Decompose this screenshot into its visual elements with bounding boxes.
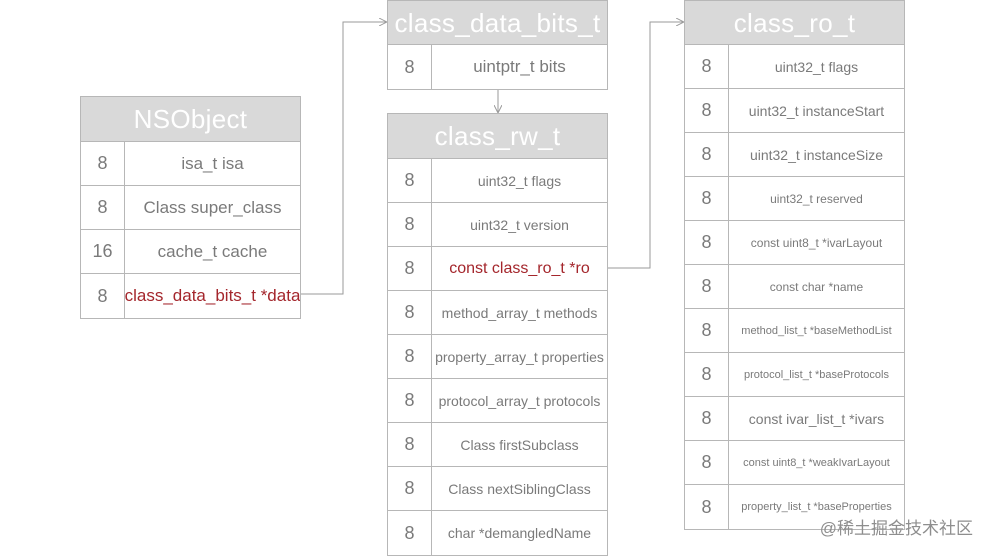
field-size: 8 bbox=[81, 142, 125, 185]
field-name: uint32_t flags bbox=[774, 58, 859, 75]
field-size: 8 bbox=[685, 133, 729, 176]
field-name: method_list_t *baseMethodList bbox=[741, 324, 892, 337]
struct-row: 8 char *demangledName bbox=[388, 511, 607, 555]
field-size: 8 bbox=[685, 45, 729, 88]
field-size: 8 bbox=[685, 353, 729, 396]
field-size: 8 bbox=[685, 309, 729, 352]
struct-row: 8 protocol_array_t protocols bbox=[388, 379, 607, 423]
field-name: const uint8_t *weakIvarLayout bbox=[743, 456, 890, 469]
struct-row: 8 uint32_t reserved bbox=[685, 177, 904, 221]
field-name: isa_t isa bbox=[181, 153, 244, 173]
watermark-text: @稀土掘金技术社区 bbox=[819, 519, 973, 538]
field-name: uintptr_t bits bbox=[473, 57, 566, 76]
field-name: uint32_t flags bbox=[477, 172, 562, 189]
field-size: 8 bbox=[685, 485, 729, 529]
field-size: 8 bbox=[81, 274, 125, 318]
field-name: protocol_list_t *baseProtocols bbox=[744, 368, 889, 381]
field-name-highlighted: class_data_bits_t *data bbox=[125, 286, 300, 305]
field-name: const ivar_list_t *ivars bbox=[748, 410, 885, 427]
field-name: Class super_class bbox=[143, 197, 282, 217]
field-size: 8 bbox=[388, 159, 432, 202]
field-size: 8 bbox=[685, 89, 729, 132]
struct-row: 8 method_array_t methods bbox=[388, 291, 607, 335]
connector-data-to-class-data-bits bbox=[301, 22, 386, 295]
connector-ro-to-class-ro bbox=[608, 22, 683, 269]
field-name: const uint8_t *ivarLayout bbox=[750, 235, 883, 250]
field-size: 8 bbox=[685, 441, 729, 484]
field-name: uint32_t instanceSize bbox=[749, 146, 884, 163]
field-name: uint32_t version bbox=[470, 216, 569, 233]
field-name: method_array_t methods bbox=[441, 304, 598, 321]
struct-row: 8 uint32_t instanceSize bbox=[685, 133, 904, 177]
field-size: 8 bbox=[685, 177, 729, 220]
field-name: property_list_t *baseProperties bbox=[741, 501, 892, 513]
field-size: 8 bbox=[388, 467, 432, 510]
struct-row: 8 uint32_t version bbox=[388, 203, 607, 247]
field-size: 8 bbox=[388, 45, 432, 89]
class-data-bits-title: class_data_bits_t bbox=[388, 1, 607, 45]
struct-row: 8 Class firstSubclass bbox=[388, 423, 607, 467]
field-size: 8 bbox=[388, 291, 432, 334]
field-name: protocol_array_t protocols bbox=[438, 392, 601, 409]
struct-row: 8 property_list_t *baseProperties bbox=[685, 485, 904, 529]
field-size: 8 bbox=[81, 186, 125, 229]
struct-row: 8 uint32_t instanceStart bbox=[685, 89, 904, 133]
struct-row: 8 protocol_list_t *baseProtocols bbox=[685, 353, 904, 397]
field-size: 8 bbox=[388, 423, 432, 466]
struct-row: 8 const uint8_t *weakIvarLayout bbox=[685, 441, 904, 485]
struct-row: 16 cache_t cache bbox=[81, 230, 300, 274]
nsobject-title: NSObject bbox=[81, 97, 300, 142]
struct-row: 8 uint32_t flags bbox=[685, 45, 904, 89]
field-size: 16 bbox=[81, 230, 125, 273]
struct-row: 8 method_list_t *baseMethodList bbox=[685, 309, 904, 353]
struct-row: 8 const class_ro_t *ro bbox=[388, 247, 607, 291]
struct-row: 8 const ivar_list_t *ivars bbox=[685, 397, 904, 441]
field-size: 8 bbox=[685, 265, 729, 308]
class-ro-struct: class_ro_t 8 uint32_t flags 8 uint32_t i… bbox=[684, 0, 905, 530]
class-rw-struct: class_rw_t 8 uint32_t flags 8 uint32_t v… bbox=[387, 113, 608, 556]
struct-row: 8 class_data_bits_t *data bbox=[81, 274, 300, 318]
field-size: 8 bbox=[388, 203, 432, 246]
field-name: uint32_t reserved bbox=[770, 191, 863, 206]
field-name: Class nextSiblingClass bbox=[448, 480, 591, 497]
field-size: 8 bbox=[685, 397, 729, 440]
struct-row: 8 Class super_class bbox=[81, 186, 300, 230]
struct-row: 8 property_array_t properties bbox=[388, 335, 607, 379]
field-size: 8 bbox=[685, 221, 729, 264]
field-size: 8 bbox=[388, 511, 432, 555]
struct-row: 8 uint32_t flags bbox=[388, 159, 607, 203]
field-name: const char *name bbox=[769, 279, 864, 294]
field-size: 8 bbox=[388, 379, 432, 422]
class-data-bits-struct: class_data_bits_t 8 uintptr_t bits bbox=[387, 0, 608, 90]
class-rw-title: class_rw_t bbox=[388, 114, 607, 159]
struct-row: 8 Class nextSiblingClass bbox=[388, 467, 607, 511]
field-size: 8 bbox=[388, 247, 432, 290]
nsobject-struct: NSObject 8 isa_t isa 8 Class super_class… bbox=[80, 96, 301, 319]
field-size: 8 bbox=[388, 335, 432, 378]
field-name: cache_t cache bbox=[157, 241, 268, 261]
field-name-highlighted: const class_ro_t *ro bbox=[449, 259, 590, 277]
class-ro-title: class_ro_t bbox=[685, 1, 904, 45]
struct-row: 8 uintptr_t bits bbox=[388, 45, 607, 89]
struct-row: 8 const char *name bbox=[685, 265, 904, 309]
struct-row: 8 const uint8_t *ivarLayout bbox=[685, 221, 904, 265]
field-name: char *demangledName bbox=[447, 525, 592, 541]
field-name: Class firstSubclass bbox=[460, 436, 579, 453]
field-name: uint32_t instanceStart bbox=[748, 102, 885, 119]
struct-row: 8 isa_t isa bbox=[81, 142, 300, 186]
field-name: property_array_t properties bbox=[435, 348, 604, 365]
